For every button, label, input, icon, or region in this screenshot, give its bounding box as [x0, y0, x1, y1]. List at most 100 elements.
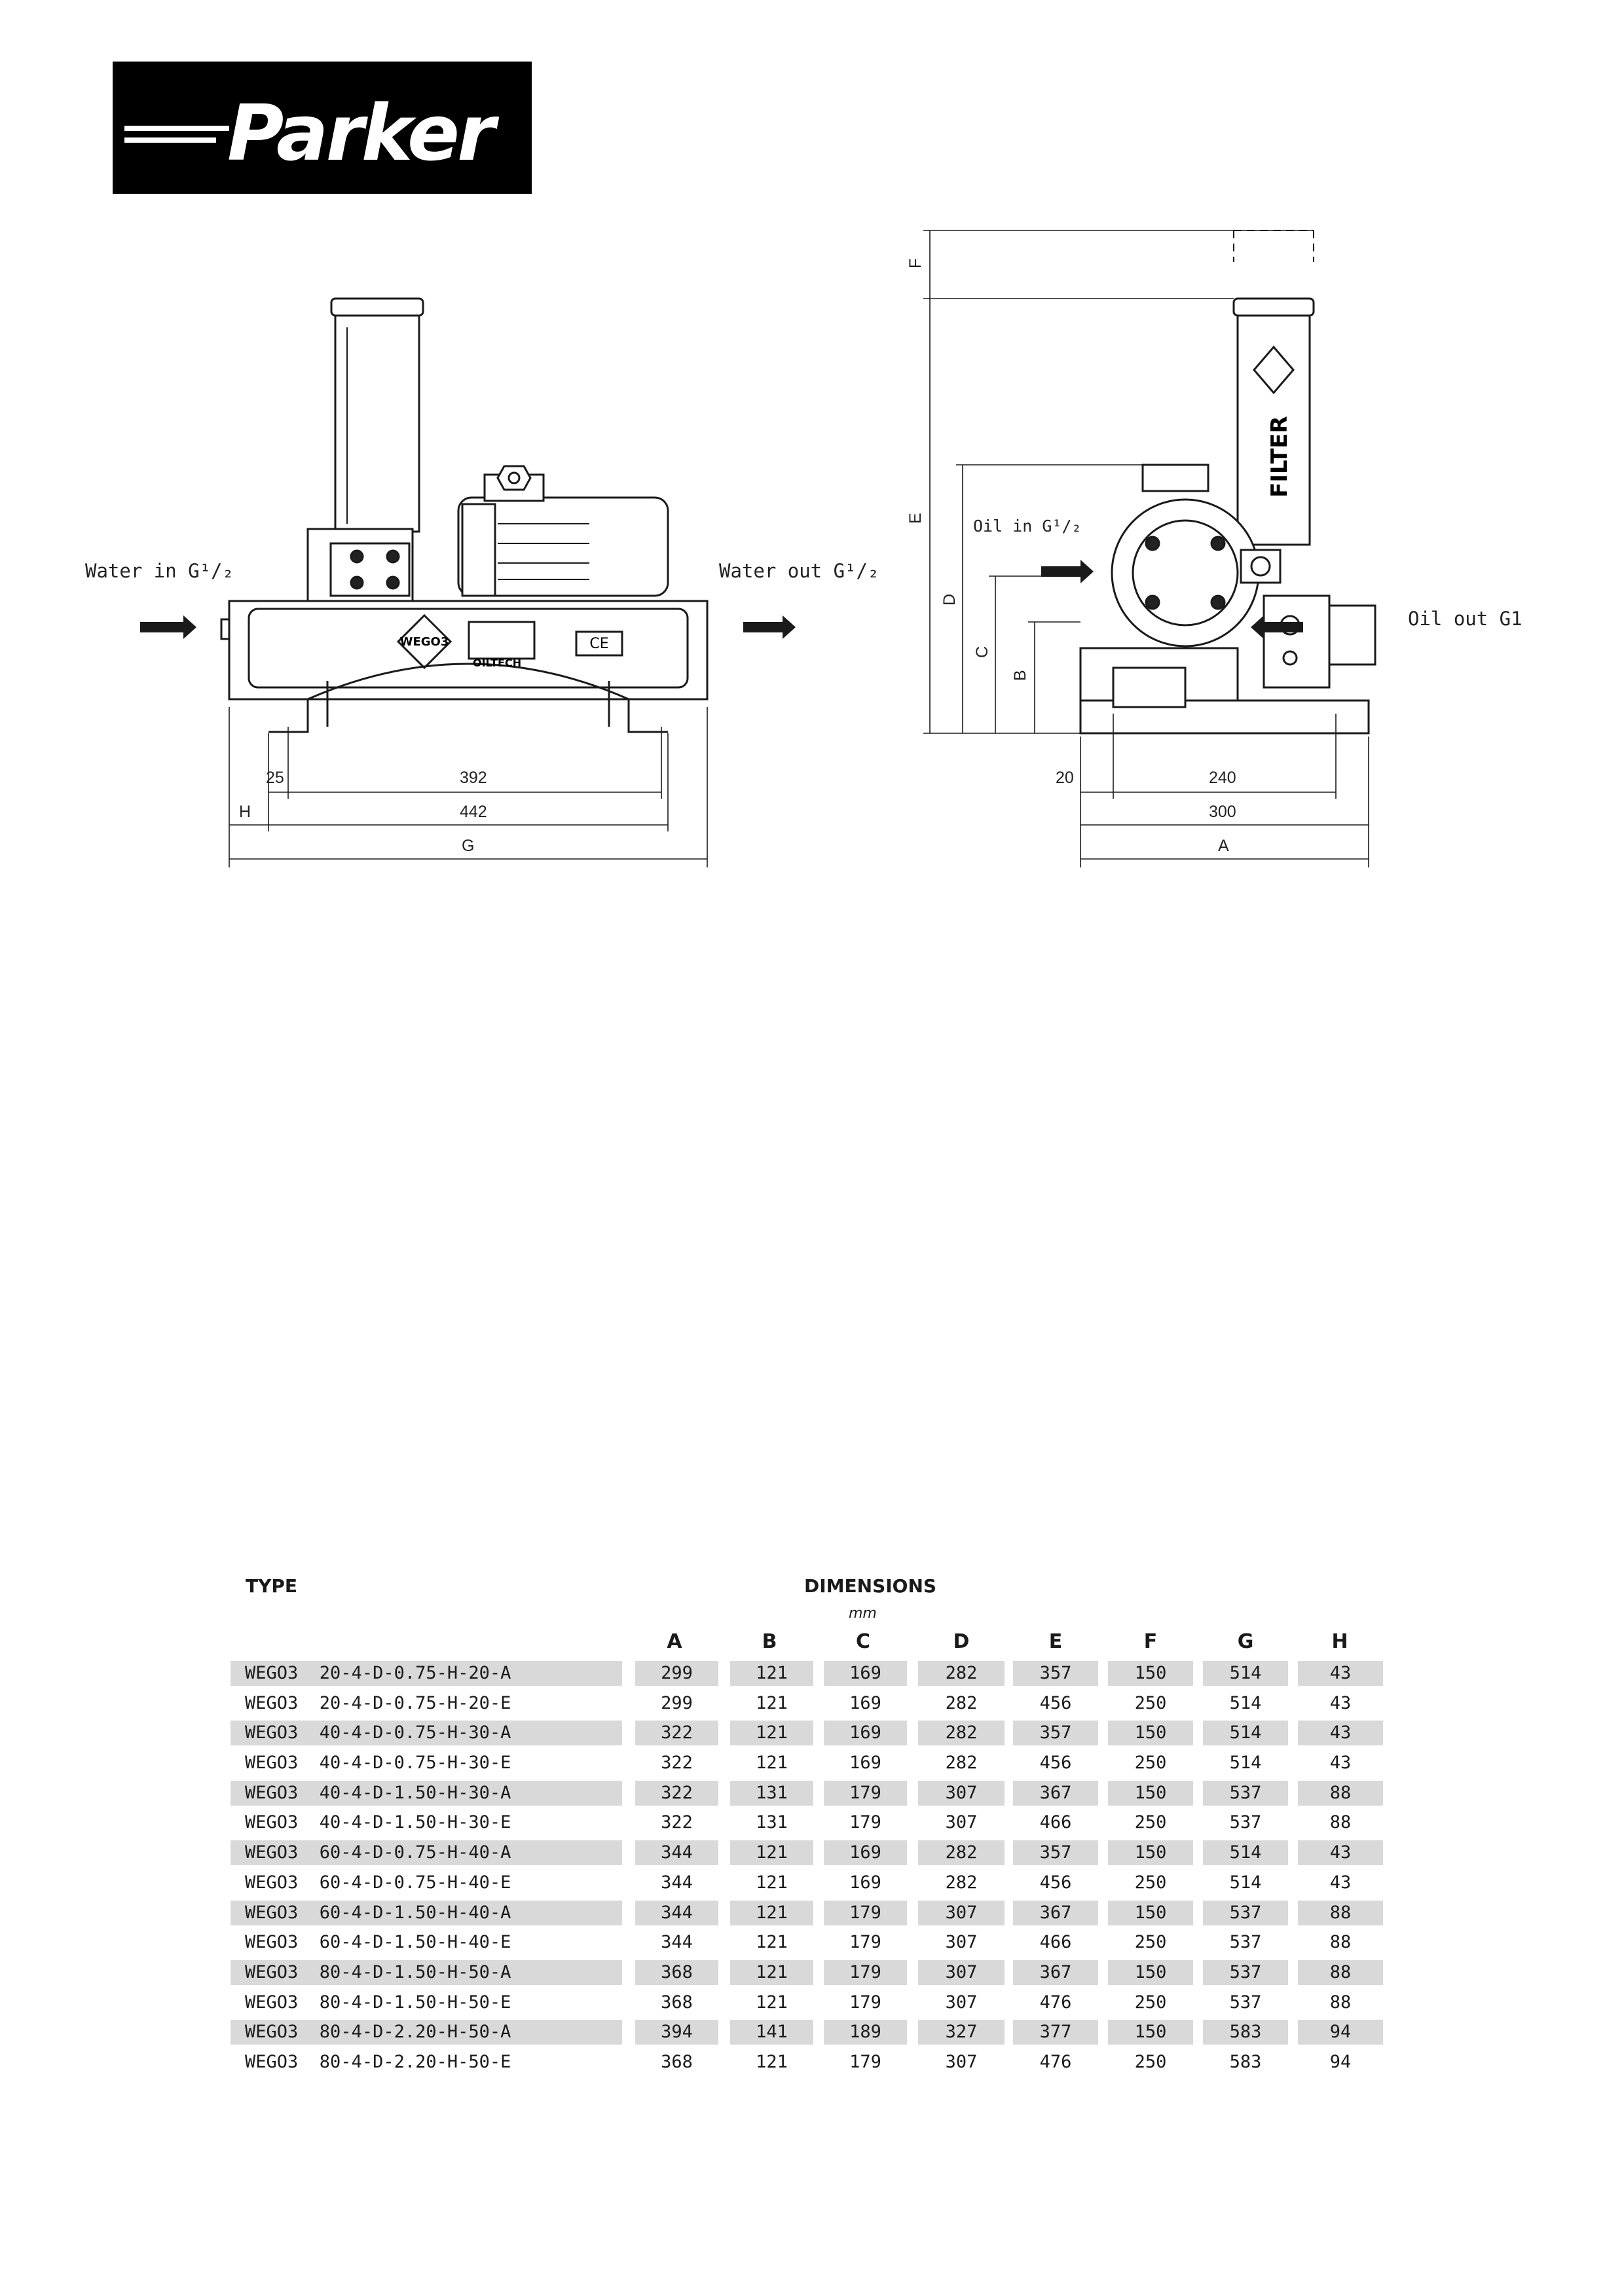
col-header-f: F	[1143, 1630, 1158, 1653]
value-cell-g: 537	[1203, 1900, 1288, 1925]
col-header-b: B	[762, 1630, 777, 1653]
value-cell-h: 43	[1298, 1721, 1383, 1746]
value-cell-h: 88	[1298, 1959, 1383, 1985]
dim-A: A	[1218, 837, 1229, 855]
type-model: 80-4-D-2.20-H-50-E	[319, 2051, 511, 2072]
type-cell: WEGO3 20-4-D-0.75-H-20-A	[231, 1661, 622, 1686]
value-cell-f: 150	[1108, 1661, 1193, 1686]
value-cell-c: 179	[849, 1812, 881, 1833]
dim-B: B	[1011, 670, 1029, 681]
dim-392: 392	[460, 769, 487, 787]
col-header-h: H	[1331, 1630, 1348, 1653]
value-cell-h: 43	[1329, 1692, 1352, 1713]
plate-filter: FILTER	[1266, 416, 1293, 498]
value-cell-b: 121	[756, 1872, 788, 1893]
type-prefix: WEGO3	[245, 1872, 299, 1893]
value-cell-f: 150	[1108, 1780, 1193, 1806]
value-cell-d: 307	[918, 1900, 1005, 1925]
value-cell-b: 121	[730, 1840, 813, 1866]
value-cell-c: 179	[824, 1780, 907, 1806]
value-cell-d: 307	[945, 1812, 978, 1833]
value-cell-g: 537	[1203, 1959, 1288, 1985]
type-cell: WEGO3 80-4-D-2.20-H-50-E	[231, 2050, 622, 2075]
value-cell-g: 583	[1203, 2020, 1288, 2045]
value-cell-b: 121	[756, 1692, 788, 1713]
value-cell-h: 43	[1329, 1872, 1352, 1893]
table-dimensions-header: DIMENSIONS	[804, 1575, 937, 1597]
value-cell-a: 344	[661, 1872, 693, 1893]
value-cell-e: 357	[1013, 1721, 1098, 1746]
value-cell-c: 179	[849, 2051, 881, 2072]
value-cell-e: 456	[1039, 1753, 1072, 1774]
value-cell-e: 377	[1013, 2020, 1098, 2045]
value-cell-c: 169	[824, 1840, 907, 1866]
table-type-header: TYPE	[246, 1575, 298, 1597]
type-model: 60-4-D-0.75-H-40-A	[319, 1842, 511, 1863]
value-cell-c: 179	[849, 1992, 881, 2013]
technical-drawing: 25 392 H 442 G 20 240 300 A F E D C B Wa…	[85, 230, 1522, 867]
value-cell-e: 466	[1039, 1932, 1072, 1953]
dim-G: G	[462, 837, 474, 855]
value-cell-a: 322	[661, 1753, 693, 1774]
label-oil-in: Oil in G¹/₂	[973, 517, 1082, 536]
type-prefix: WEGO3	[245, 1932, 299, 1953]
dim-240: 240	[1209, 769, 1236, 787]
value-cell-e: 367	[1013, 1900, 1098, 1925]
type-model: 60-4-D-1.50-H-40-E	[319, 1932, 511, 1953]
dim-25: 25	[266, 769, 284, 787]
value-cell-d: 282	[945, 1753, 978, 1774]
type-cell: WEGO3 80-4-D-1.50-H-50-E	[231, 1990, 622, 2015]
value-cell-d: 307	[945, 1932, 978, 1953]
value-cell-e: 476	[1039, 1992, 1072, 2013]
type-cell: WEGO3 40-4-D-1.50-H-30-A	[231, 1780, 622, 1806]
value-cell-c: 169	[824, 1721, 907, 1746]
table-unit: mm	[849, 1605, 877, 1622]
value-cell-d: 282	[918, 1840, 1005, 1866]
dim-F: F	[906, 259, 925, 268]
value-cell-f: 150	[1108, 2020, 1193, 2045]
value-cell-e: 456	[1039, 1872, 1072, 1893]
value-cell-f: 250	[1134, 2051, 1167, 2072]
value-cell-e: 357	[1013, 1661, 1098, 1686]
value-cell-c: 189	[824, 2020, 907, 2045]
col-header-a: A	[667, 1630, 682, 1653]
value-cell-a: 368	[661, 2051, 693, 2072]
value-cell-e: 367	[1013, 1780, 1098, 1806]
value-cell-h: 43	[1329, 1753, 1352, 1774]
type-prefix: WEGO3	[245, 1842, 299, 1863]
value-cell-b: 121	[756, 1992, 788, 2013]
value-cell-d: 307	[918, 1780, 1005, 1806]
value-cell-b: 121	[730, 1959, 813, 1985]
value-cell-h: 94	[1329, 2051, 1352, 2072]
value-cell-a: 344	[635, 1900, 718, 1925]
type-prefix: WEGO3	[245, 1782, 299, 1803]
value-cell-d: 282	[918, 1721, 1005, 1746]
value-cell-f: 150	[1108, 1721, 1193, 1746]
value-cell-g: 514	[1229, 1692, 1262, 1713]
value-cell-f: 250	[1134, 1932, 1167, 1953]
value-cell-f: 250	[1134, 1812, 1167, 1833]
type-prefix: WEGO3	[245, 2022, 299, 2043]
type-prefix: WEGO3	[245, 1902, 299, 1923]
value-cell-a: 368	[661, 1992, 693, 2013]
value-cell-b: 121	[756, 1932, 788, 1953]
type-prefix: WEGO3	[245, 1663, 299, 1683]
type-prefix: WEGO3	[245, 1753, 299, 1774]
value-cell-g: 537	[1229, 1932, 1262, 1953]
value-cell-e: 456	[1039, 1692, 1072, 1713]
value-cell-b: 121	[730, 1721, 813, 1746]
value-cell-b: 121	[730, 1900, 813, 1925]
type-model: 20-4-D-0.75-H-20-A	[319, 1663, 511, 1683]
value-cell-f: 150	[1108, 1840, 1193, 1866]
table-column-headers: A B C D E F G H	[231, 1630, 1396, 1656]
value-cell-c: 169	[849, 1692, 881, 1713]
dim-E: E	[906, 513, 925, 524]
